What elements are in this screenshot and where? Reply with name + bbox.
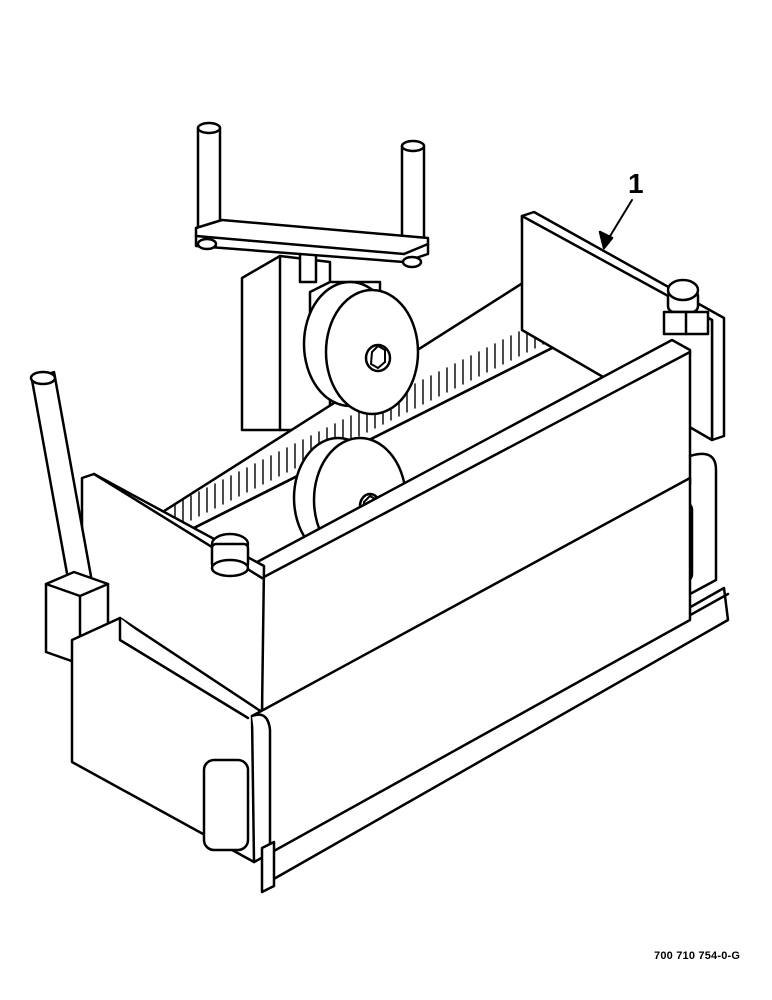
callout-1-leader [598,199,633,250]
upper-roller-wheel [302,280,420,416]
callout-label-1: 1 [628,168,644,199]
top-handle-assembly [194,121,430,284]
figure-code: 700 710 754-0-G [654,950,741,962]
base-lower-box [70,476,692,894]
